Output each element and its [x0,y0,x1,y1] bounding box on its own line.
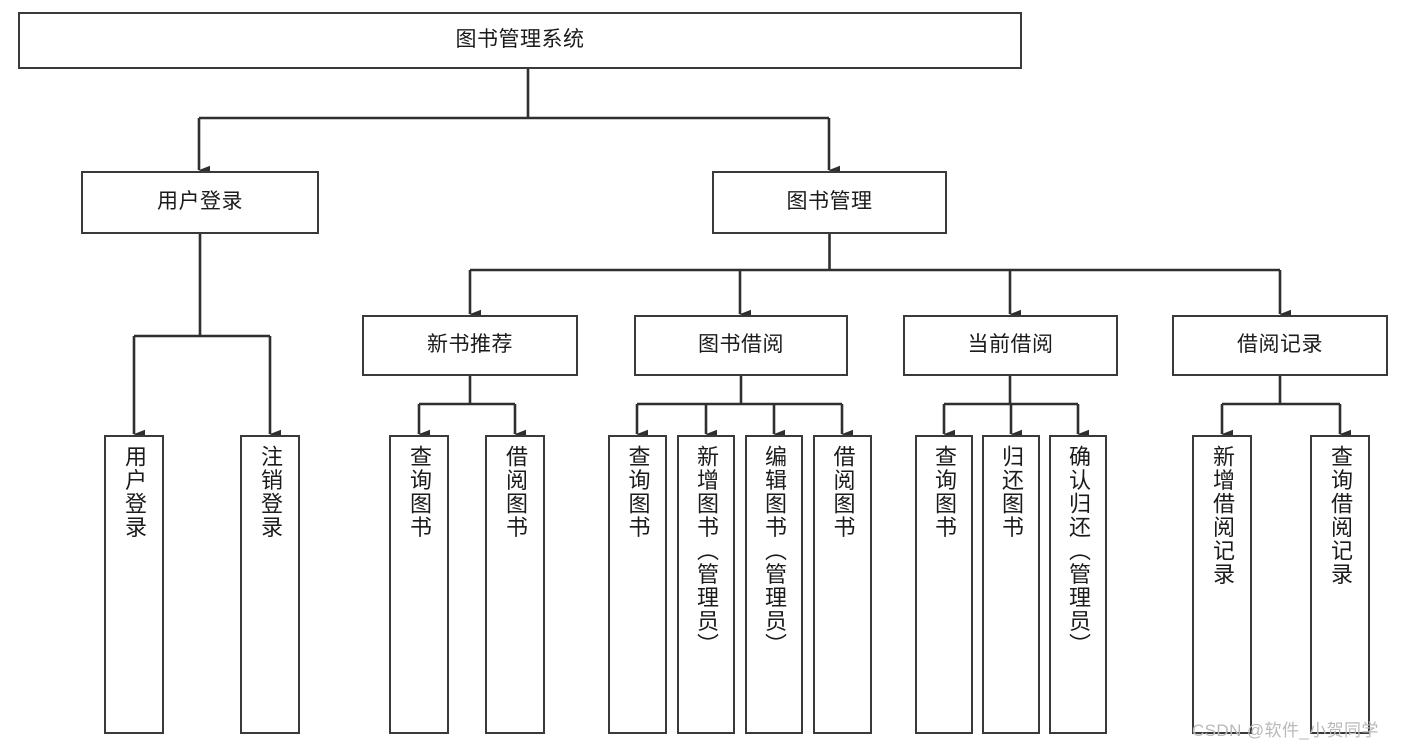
node-leaf-add-borrow-record[interactable]: 新增借阅记录 [1192,435,1252,734]
node-leaf-return-book-label: 归还图书 [999,445,1024,539]
node-leaf-user-login[interactable]: 用户登录 [104,435,164,734]
node-leaf-confirm-return-admin-label: 确认归还（管理员） [1066,445,1091,657]
node-leaf-query-book-bor-label: 查询图书 [625,445,651,539]
node-leaf-user-login-label: 用户登录 [122,445,147,539]
node-root-label: 图书管理系统 [455,28,585,52]
node-user-login-label: 用户登录 [157,190,243,214]
node-book-manage-label: 图书管理 [786,190,873,214]
node-book-manage[interactable]: 图书管理 [712,171,947,234]
node-leaf-query-borrow-record-label: 查询借阅记录 [1328,445,1353,586]
node-leaf-add-borrow-record-label: 新增借阅记录 [1210,445,1235,586]
node-leaf-borrow-book-rec-label: 借阅图书 [503,445,528,539]
node-leaf-borrow-book-bor[interactable]: 借阅图书 [813,435,872,734]
node-leaf-edit-book-admin-label: 编辑图书（管理员） [762,445,787,657]
node-root[interactable]: 图书管理系统 [18,12,1022,69]
node-borrow-record-label: 借阅记录 [1237,333,1323,357]
node-leaf-confirm-return-admin[interactable]: 确认归还（管理员） [1049,435,1107,734]
node-leaf-borrow-book-rec[interactable]: 借阅图书 [485,435,545,734]
node-leaf-logout-login-label: 注销登录 [258,445,283,539]
node-current-borrow-label: 当前借阅 [967,333,1054,357]
node-borrow-record[interactable]: 借阅记录 [1172,315,1388,376]
node-leaf-query-book-cur-label: 查询图书 [932,445,957,539]
node-leaf-add-book-admin-label: 新增图书（管理员） [694,445,719,657]
node-leaf-query-book-bor[interactable]: 查询图书 [608,435,667,734]
node-leaf-add-book-admin[interactable]: 新增图书（管理员） [677,435,735,734]
node-leaf-query-borrow-record[interactable]: 查询借阅记录 [1310,435,1370,734]
node-leaf-return-book[interactable]: 归还图书 [982,435,1040,734]
node-leaf-query-book-rec-label: 查询图书 [407,445,432,539]
node-leaf-logout-login[interactable]: 注销登录 [240,435,300,734]
node-new-book-recommend-label: 新书推荐 [427,333,513,357]
node-new-book-recommend[interactable]: 新书推荐 [362,315,578,376]
node-book-borrow[interactable]: 图书借阅 [634,315,848,376]
node-user-login[interactable]: 用户登录 [81,171,319,234]
node-leaf-edit-book-admin[interactable]: 编辑图书（管理员） [745,435,803,734]
node-current-borrow[interactable]: 当前借阅 [903,315,1118,376]
node-book-borrow-label: 图书借阅 [698,333,784,357]
node-leaf-query-book-rec[interactable]: 查询图书 [389,435,449,734]
node-leaf-borrow-book-bor-label: 借阅图书 [830,445,856,539]
node-leaf-query-book-cur[interactable]: 查询图书 [915,435,973,734]
csdn-watermark: CSDN @软件_小贺同学 [1192,721,1379,740]
